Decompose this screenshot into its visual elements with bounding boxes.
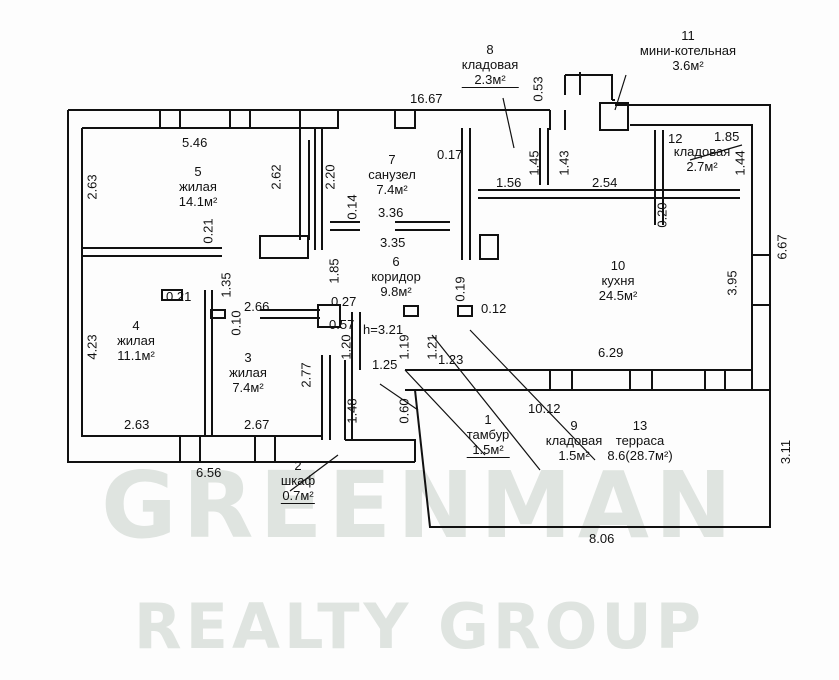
window-blocks	[159, 102, 771, 463]
dim-label: 0.19	[452, 276, 468, 302]
dim-label: 0.20	[654, 202, 670, 228]
dim-label: 4.23	[84, 334, 100, 360]
dim-label: 3.95	[724, 270, 740, 296]
dim-label: 1.25	[372, 357, 398, 372]
dim-label: 6.67	[774, 234, 790, 260]
dim-label: 0.21	[166, 289, 192, 304]
interior-walls	[82, 128, 740, 463]
dim-label: 0.14	[344, 194, 360, 220]
outer-walls	[67, 72, 771, 463]
dim-label: 3.36	[378, 205, 404, 220]
dim-label: 8.06	[589, 531, 615, 546]
dim-label: 0.12	[481, 301, 507, 316]
dim-label: 1.44	[732, 150, 748, 176]
dim-label: 2.66	[244, 299, 270, 314]
watermark-line2: REALTY GROUP	[133, 590, 706, 663]
dim-label: 2.67	[244, 417, 270, 432]
dim-label: 1.23	[438, 352, 464, 367]
dim-label: 1.19	[396, 334, 412, 360]
dim-label: 0.21	[200, 218, 216, 244]
dim-label: 2.62	[268, 164, 284, 190]
dim-label: 10.12	[528, 401, 561, 416]
dim-label: 16.67	[410, 91, 443, 106]
dim-label: 2.77	[298, 362, 314, 388]
dim-label: h=3.21	[363, 322, 404, 337]
dim-label: 0.27	[331, 294, 357, 309]
dim-label: 0.17	[437, 147, 463, 162]
dim-label: 1.43	[556, 150, 572, 176]
dim-label: 1.45	[526, 150, 542, 176]
dim-label: 2.54	[592, 175, 618, 190]
dim-label: 1.85	[714, 129, 740, 144]
dim-label: 2.63	[124, 417, 150, 432]
dim-label: 0.10	[228, 310, 244, 336]
dim-label: 6.29	[598, 345, 624, 360]
dim-label: 2.63	[84, 174, 100, 200]
dim-label: 1.35	[218, 272, 234, 298]
room-12-number: 12	[668, 131, 683, 146]
dim-label: 2.20	[322, 164, 338, 190]
dim-label: 0.60	[396, 398, 412, 424]
dim-label: 6.56	[196, 465, 222, 480]
watermark-line1: GREENMAN	[101, 452, 738, 559]
dim-label: 1.48	[344, 398, 360, 424]
dim-label: 3.11	[778, 439, 794, 465]
dim-label: 0.57	[329, 317, 355, 332]
dim-label: 0.53	[530, 76, 546, 102]
dim-label: 5.46	[182, 135, 208, 150]
dim-label: 3.35	[380, 235, 406, 250]
dim-label: 1.20	[338, 334, 354, 360]
dim-label: 1.56	[496, 175, 522, 190]
dim-label: 1.85	[326, 258, 342, 284]
